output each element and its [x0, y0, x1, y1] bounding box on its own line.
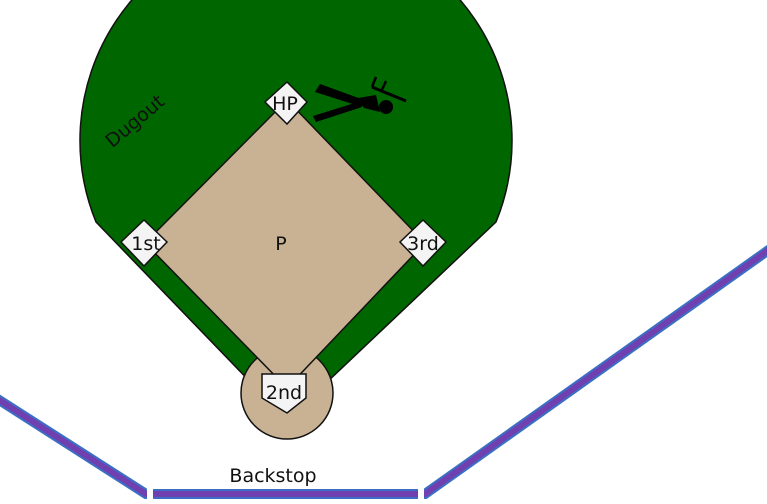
third-base-label: 3rd: [407, 233, 439, 255]
home-plate-label: HP: [272, 93, 298, 115]
second-base[interactable]: [261, 373, 307, 414]
backstop-label: Backstop: [229, 465, 316, 487]
batter-icon: [313, 76, 407, 122]
first-base-label: 1st: [131, 233, 160, 255]
pitcher-label: P: [275, 233, 286, 255]
home-plate-base[interactable]: [263, 80, 309, 126]
backstop-fence: [0, 247, 767, 497]
second-base-label: 2nd: [266, 382, 302, 404]
first-base[interactable]: [119, 218, 169, 268]
third-base[interactable]: [398, 218, 448, 268]
